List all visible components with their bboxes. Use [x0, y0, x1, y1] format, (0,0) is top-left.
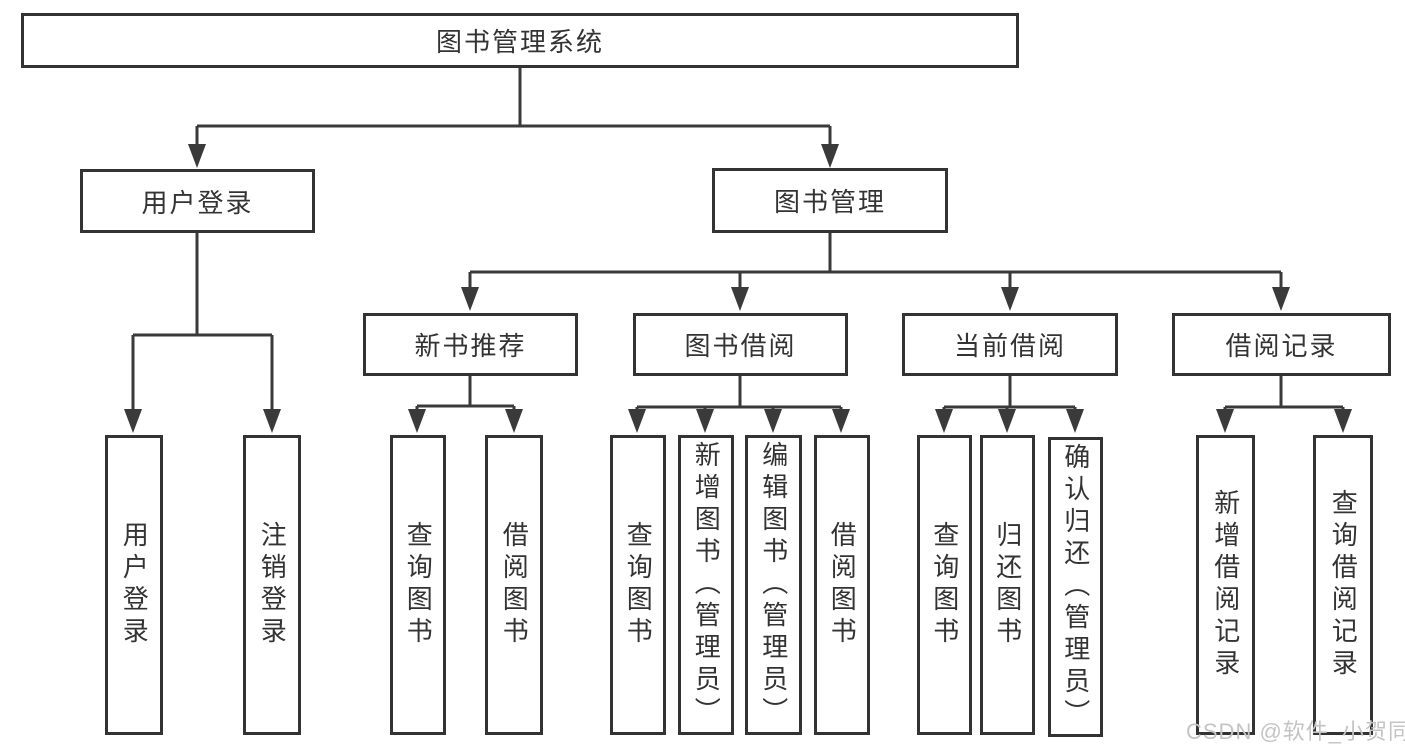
node-current-borrow-label: 当前借阅 [953, 331, 1066, 361]
leaf-current-confirm-return-admin: 确认归还（管理员） [1048, 437, 1103, 737]
leaf-current-query-books-label: 查询图书 [929, 521, 960, 649]
leaf-record-query-record-label: 查询借阅记录 [1328, 489, 1359, 681]
leaf-borrow-edit-books-admin-label: 编辑图书（管理员） [758, 441, 789, 729]
leaf-borrow-add-books-admin-label: 新增图书（管理员） [691, 441, 722, 729]
leaf-logout: 注销登录 [243, 435, 301, 735]
leaf-record-query-record: 查询借阅记录 [1313, 435, 1373, 735]
node-user-login: 用户登录 [80, 169, 315, 233]
node-root-label: 图书管理系统 [435, 27, 604, 57]
leaf-newrec-borrow-books: 借阅图书 [485, 435, 543, 735]
leaf-newrec-borrow-books-label: 借阅图书 [499, 521, 530, 649]
leaf-borrow-query-books: 查询图书 [610, 435, 666, 735]
arrowheads [124, 144, 1352, 433]
node-book-mgmt: 图书管理 [712, 168, 948, 233]
leaf-current-return-books-label: 归还图书 [992, 521, 1023, 649]
leaf-record-add-record-label: 新增借阅记录 [1210, 489, 1241, 681]
node-borrow-record-label: 借阅记录 [1225, 331, 1338, 361]
node-borrow-record: 借阅记录 [1172, 313, 1391, 376]
leaf-borrow-borrow-books: 借阅图书 [814, 435, 870, 735]
node-new-book-rec: 新书推荐 [363, 313, 578, 376]
leaf-logout-label: 注销登录 [257, 521, 288, 649]
node-book-borrow: 图书借阅 [633, 313, 848, 376]
leaf-borrow-add-books-admin: 新增图书（管理员） [678, 435, 734, 735]
leaf-user-login: 用户登录 [105, 435, 163, 735]
leaf-borrow-query-books-label: 查询图书 [623, 521, 654, 649]
node-new-book-rec-label: 新书推荐 [414, 331, 527, 361]
node-root: 图书管理系统 [21, 13, 1019, 68]
leaf-current-query-books: 查询图书 [917, 435, 972, 735]
leaf-borrow-borrow-books-label: 借阅图书 [827, 521, 858, 649]
leaf-current-return-books: 归还图书 [980, 435, 1035, 735]
csdn-watermark: CSDN @软件_小贺同学 [1186, 719, 1405, 744]
node-book-mgmt-label: 图书管理 [773, 187, 886, 217]
leaf-borrow-edit-books-admin: 编辑图书（管理员） [745, 435, 802, 735]
leaf-current-confirm-return-admin-label: 确认归还（管理员） [1060, 443, 1091, 731]
leaf-newrec-query-books: 查询图书 [390, 435, 446, 735]
node-current-borrow: 当前借阅 [902, 313, 1118, 376]
node-user-login-label: 用户登录 [141, 187, 254, 218]
node-book-borrow-label: 图书借阅 [684, 331, 797, 361]
leaf-record-add-record: 新增借阅记录 [1196, 435, 1255, 735]
leaf-newrec-query-books-label: 查询图书 [403, 521, 434, 649]
leaf-user-login-label: 用户登录 [119, 521, 150, 649]
